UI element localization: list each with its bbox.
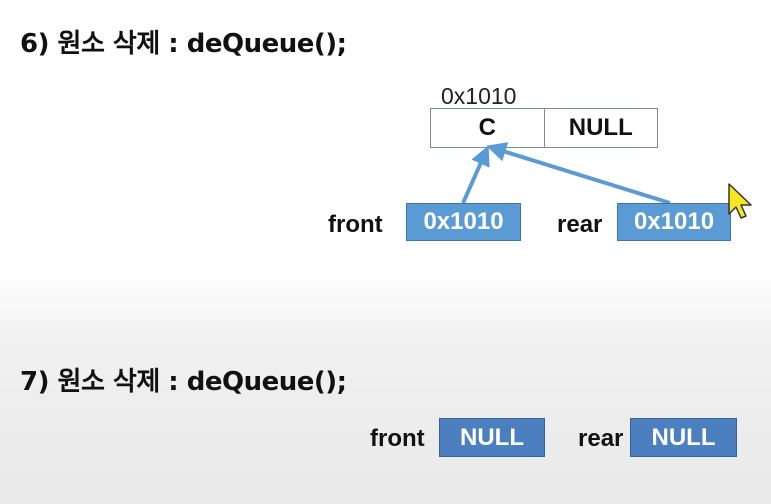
queue-node: C NULL [430, 108, 658, 148]
rear-null-box: NULL [630, 418, 737, 457]
node-data-cell: C [478, 114, 496, 141]
front-label-step7: front [370, 425, 425, 452]
rear-label: rear [557, 211, 603, 238]
rear-arrow [486, 142, 671, 205]
node-link-cell: NULL [543, 109, 658, 147]
arrow-pointer-cursor-icon [728, 183, 752, 219]
front-label: front [328, 211, 383, 238]
node-address-label: 0x1010 [441, 83, 517, 109]
step6-heading: 6) 원소 삭제 : deQueue(); [20, 29, 347, 59]
front-pointer-box: 0x1010 [406, 203, 521, 241]
step7-heading: 7) 원소 삭제 : deQueue(); [20, 367, 347, 397]
rear-pointer-box: 0x1010 [617, 203, 731, 241]
front-arrow [461, 145, 490, 204]
rear-label-step7: rear [578, 425, 624, 452]
front-null-box: NULL [439, 418, 545, 457]
